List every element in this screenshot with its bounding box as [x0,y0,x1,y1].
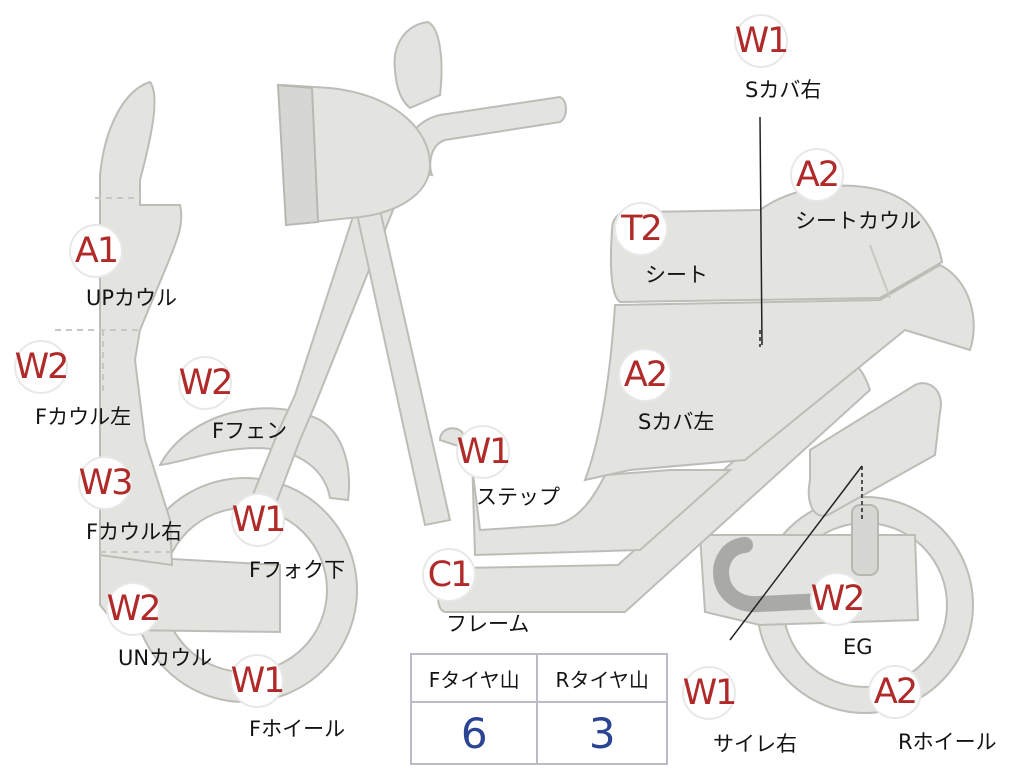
tread-value-row: 6 3 [409,701,668,765]
part-label-step: ステップ [476,485,560,509]
grade-badge-f-fender: W2 [179,358,233,408]
headlight [276,83,320,227]
part-label-f-wheel: Fホイール [249,717,346,741]
part-label-f-fork-lower: Fフォク下 [249,558,346,582]
grade-badge-s-cover-left: A2 [620,350,670,400]
grade-badge-f-fork-lower: W1 [232,495,286,545]
leader-line-silencer [729,465,863,641]
tread-header-row: Fタイヤ山 Rタイヤ山 [409,653,668,703]
front-cowl [99,80,183,567]
part-label-seat-cowl: シートカウル [795,209,921,233]
grade-badge-f-cowl-right: W3 [79,458,133,508]
rear-tire-tread-value: 3 [536,701,668,765]
part-label-engine: EG [843,635,873,659]
grade-badge-up-cowl: A1 [71,226,121,276]
side-cover [583,263,975,482]
grade-badge-seat: T2 [616,204,666,254]
grade-badge-r-wheel: A2 [870,667,920,717]
part-label-f-cowl-left: Fカウル左 [35,405,132,429]
rear-tire-tread-header: Rタイヤ山 [536,653,668,703]
part-label-un-cowl: UNカウル [118,646,213,670]
grade-badge-un-cowl: W2 [107,584,161,634]
leader-line-scover-right [759,116,763,346]
front-tire-tread-header: Fタイヤ山 [409,653,539,703]
part-label-f-cowl-right: Fカウル右 [86,520,183,544]
part-label-f-fender: Fフェン [212,419,288,443]
part-label-up-cowl: UPカウル [86,286,178,310]
grade-badge-engine: W2 [811,574,865,624]
grade-badge-silencer-right: W1 [683,668,737,718]
grade-badge-seat-cowl: A2 [792,150,842,200]
grade-badge-frame: C1 [424,550,474,600]
rear-shock [851,504,879,576]
grade-badge-step: W1 [457,427,511,477]
grade-badge-f-cowl-left: W2 [15,342,69,392]
tire-tread-table: Fタイヤ山 Rタイヤ山 6 3 [409,653,668,765]
part-label-frame: フレーム [446,612,530,636]
frame-tube [353,203,452,527]
part-label-silencer-right: サイレ右 [713,732,797,756]
part-label-s-cover-left: Sカバ左 [638,410,715,434]
front-tire-tread-value: 6 [409,701,539,765]
part-label-r-wheel: Rホイール [898,730,997,754]
part-label-s-cover-right: Sカバ右 [745,78,822,102]
floor-panel [438,427,733,557]
part-label-seat: シート [645,263,708,287]
muffler [807,382,942,517]
mirror [393,20,443,110]
grade-badge-s-cover-right: W1 [735,16,789,66]
grade-badge-f-wheel: W1 [231,656,285,706]
engine-pipe [713,537,853,613]
